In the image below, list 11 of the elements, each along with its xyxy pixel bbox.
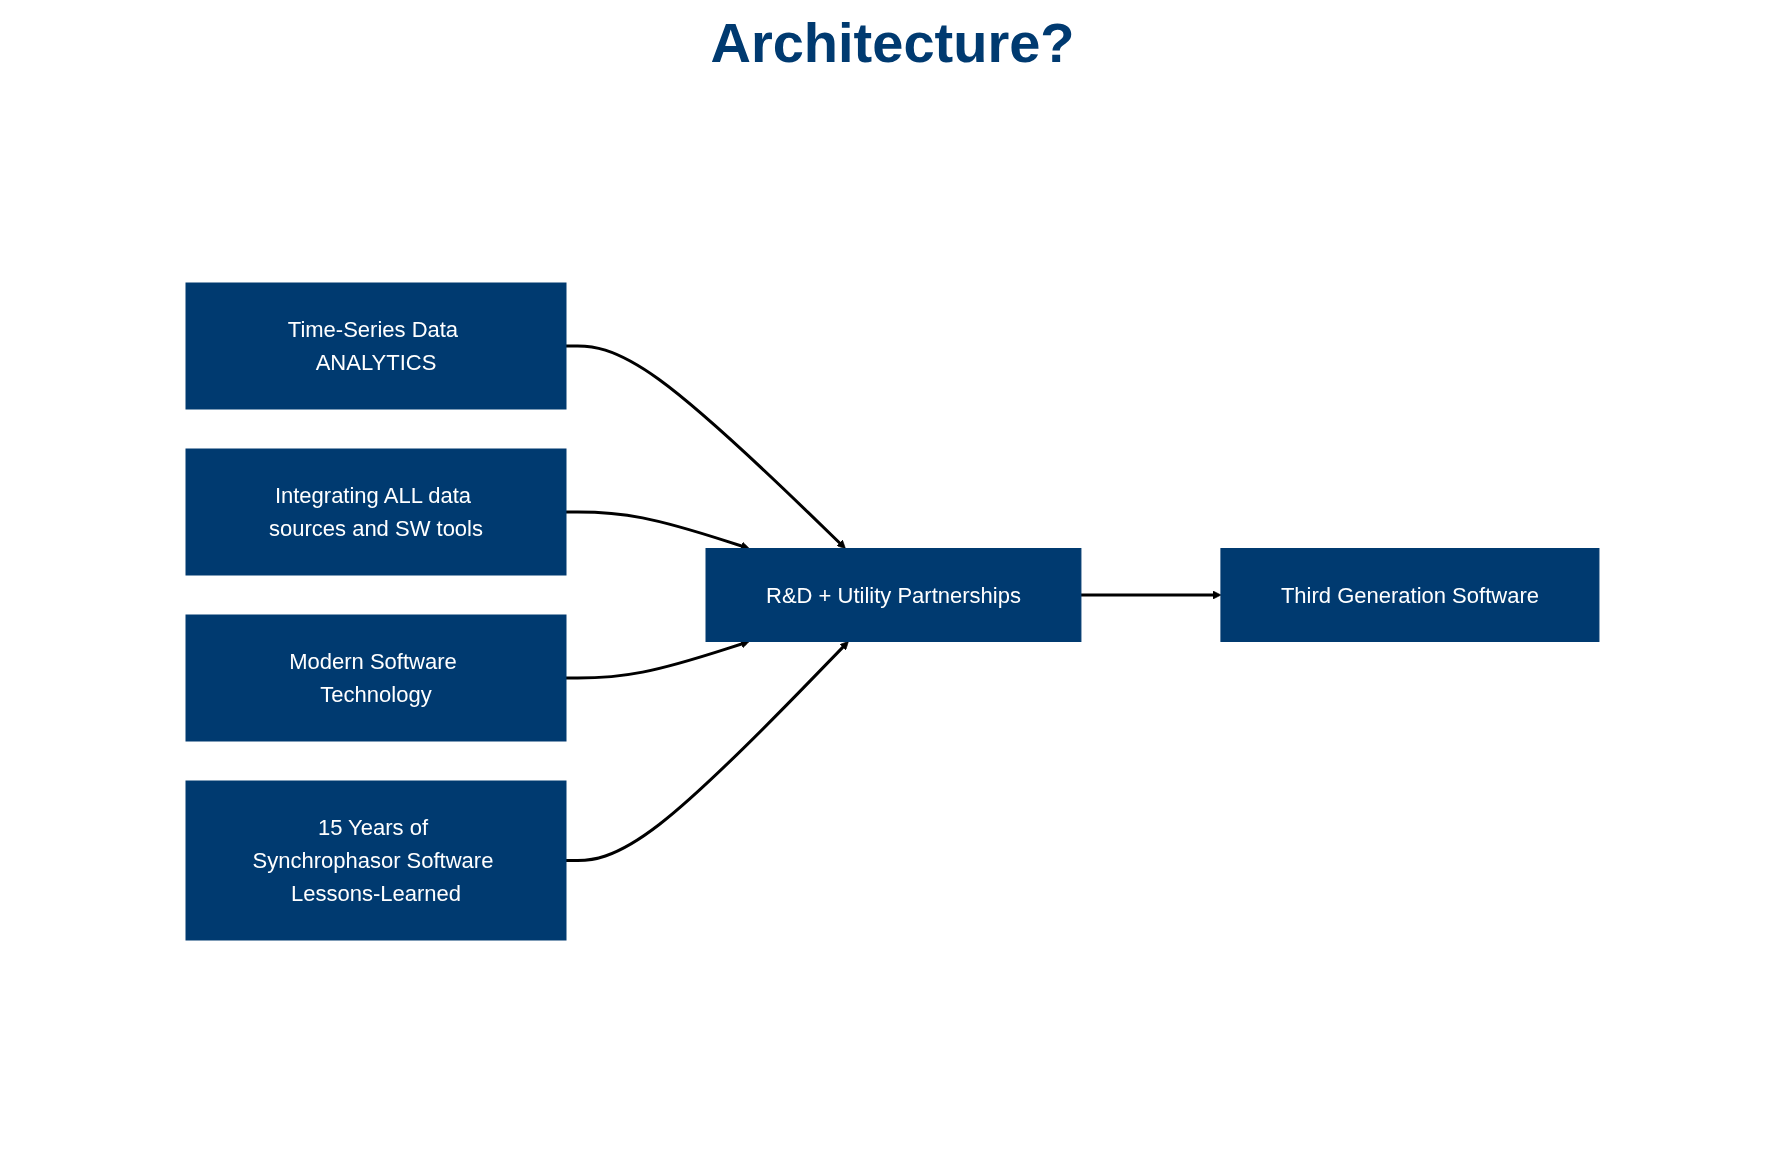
title: Architecture? [709, 10, 1076, 75]
arrow [566, 640, 849, 862]
node-box: Time-Series Data ANALYTICS [185, 282, 567, 409]
node-box: Integrating ALL data sources and SW tools [185, 448, 567, 575]
arrow [1080, 590, 1222, 599]
node-box: Third Generation Software [1220, 547, 1600, 642]
arrow [566, 510, 750, 550]
node-box: R&D + Utility Partnerships [705, 547, 1082, 642]
node-box: Modern Software Technology [185, 614, 567, 741]
arrow [566, 344, 846, 549]
node-box: 15 Years of Synchrophasor Software Lessons-Learned [185, 780, 567, 940]
